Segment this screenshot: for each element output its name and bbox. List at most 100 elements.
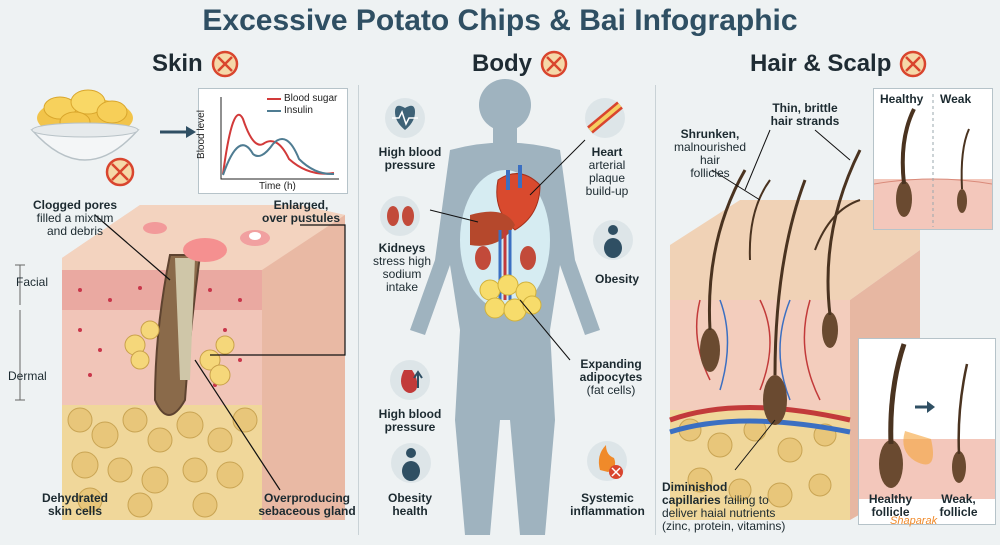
thin1: Thin, brittle: [772, 101, 838, 115]
no-icon: [211, 50, 238, 78]
hbp1-a: High blood: [378, 145, 442, 159]
weak-follicle2: follicle: [939, 505, 978, 519]
watermark: Shaparak: [890, 515, 938, 527]
fat-cells-icon: [479, 274, 542, 322]
shrunken2: malnourished: [673, 140, 747, 154]
overproducing1: Overproducing: [263, 491, 350, 505]
dermal-label: Dermal: [8, 369, 47, 383]
divider-left: [358, 85, 359, 535]
expanding1: Expanding: [580, 357, 642, 371]
diminished1: Diminishod: [662, 480, 728, 494]
insulin-line: [222, 138, 335, 176]
obesity-health2: health: [392, 504, 428, 518]
healthy-weak-inset: Healthy Weak: [873, 88, 993, 230]
follicle-drawing: [859, 343, 995, 499]
kidneys-label: Kidneys stress high sodium intake: [362, 242, 442, 294]
weak-label: Weak: [940, 92, 972, 106]
diminished-label: Diminishod capillaries failing to delive…: [662, 481, 842, 533]
blood-sugar-line: [222, 113, 335, 175]
legend-insulin: Insulin: [284, 105, 313, 116]
skin-title-text: Skin: [152, 50, 203, 77]
body-section-title: Body: [472, 50, 568, 78]
skin-cross-section: [62, 205, 345, 520]
y-axis-label: Blood level: [195, 110, 207, 159]
diminished3: deliver haial nutrients: [662, 506, 776, 520]
diminished4: (zinc, protein, vitamins): [662, 519, 786, 533]
kidneys-title: Kidneys: [378, 241, 426, 255]
heart-title: Heart: [591, 145, 623, 159]
kidneys-sub3: intake: [385, 280, 419, 294]
inflammation-icon: [587, 441, 627, 481]
obesity-label: Obesity: [582, 273, 652, 286]
hbp2-b: pressure: [384, 420, 436, 434]
legend-blood-sugar: Blood sugar: [284, 93, 338, 104]
facial-label: Facial: [16, 275, 49, 289]
clogged-sub2: and debris: [46, 224, 104, 238]
systemic1: Systemic: [581, 491, 634, 505]
hbp1-b: pressure: [384, 158, 436, 172]
enlarged1: Enlarged,: [273, 198, 329, 212]
expanding-label: Expanding adipocytes (fat cells): [566, 358, 656, 397]
no-chips-icon: [105, 157, 135, 187]
shrunken3: hair: [699, 153, 720, 167]
weak-follicle-label: Weak, follicle: [931, 493, 986, 519]
obesity-health1: Obesity: [387, 491, 432, 505]
expanding3: (fat cells): [586, 383, 636, 397]
healthy-label: Healthy: [880, 92, 924, 106]
divider-right: [655, 85, 656, 535]
heartbeat-icon: [385, 98, 425, 138]
heart-label: Heart arterial plaque build-up: [572, 146, 642, 198]
hbp-label-2: High blood pressure: [365, 408, 455, 434]
obesity-health-icon: [391, 443, 431, 483]
overproducing2: sebaceous gland: [258, 504, 356, 518]
blood-pressure-icon: [390, 360, 430, 400]
heart-sub1: arterial: [588, 158, 626, 172]
shrunken-label: Shrunken, malnourished hair follicles: [660, 128, 760, 180]
obesity-title: Obesity: [594, 272, 639, 286]
hair-title-text: Hair & Scalp: [750, 50, 892, 77]
expanding2: adipocytes: [579, 370, 643, 384]
hair-section-title: Hair & Scalp: [750, 50, 927, 78]
blood-level-plot: [220, 97, 339, 180]
heart-sub3: build-up: [585, 184, 629, 198]
healthy-follicle-label: Healthy follicle: [863, 493, 918, 519]
follicle-inset: Healthy follicle Weak, follicle: [858, 338, 996, 525]
clogged-title: Clogged pores: [32, 198, 117, 212]
obesity-health-label: Obesity health: [375, 492, 445, 518]
systemic2: inflammation: [570, 504, 645, 518]
kidneys-icon: [380, 196, 420, 236]
blood-level-chart: Blood sugar Insulin Blood level Time (h): [195, 88, 348, 194]
skin-section-title: Skin: [152, 50, 239, 78]
heart-sub2: plaque: [588, 171, 626, 185]
page-title: Excessive Potato Chips & Bai Infographic: [202, 4, 798, 37]
healthy-follicle2: follicle: [871, 505, 910, 519]
heart-artery-icon: [585, 98, 625, 138]
dehydrated1: Dehydrated: [41, 491, 109, 505]
enlarged-label: Enlarged, over pustules: [246, 199, 356, 225]
body-title-text: Body: [472, 50, 532, 77]
shrunken1: Shrunken,: [680, 127, 740, 141]
thin-brittle-label: Thin, brittle hair strands: [760, 102, 850, 128]
systemic-label: Systemic inflammation: [560, 492, 655, 518]
heart-organ-icon: [496, 165, 541, 231]
kidneys-sub2: sodium: [382, 267, 422, 281]
dehydrated2: skin cells: [47, 504, 103, 518]
shrunken4: follicles: [690, 166, 730, 180]
diminished2: capillaries: [662, 493, 721, 507]
enlarged2: over pustules: [261, 211, 341, 225]
healthy-weak-drawing: [874, 94, 992, 229]
obesity-icon: [593, 220, 633, 260]
no-icon: [540, 50, 568, 78]
weak-follicle1: Weak,: [941, 492, 976, 506]
chips-bowl-icon: [30, 89, 140, 161]
hbp-label-1: High blood pressure: [365, 146, 455, 172]
hbp2-a: High blood: [378, 407, 442, 421]
clogged-sub1: filled a mixtum: [36, 211, 114, 225]
clogged-pores-label: Clogged pores filled a mixtum and debris: [10, 199, 140, 238]
kidneys-sub1: stress high: [372, 254, 432, 268]
healthy-follicle1: Healthy: [868, 492, 913, 506]
thin2: hair strands: [770, 114, 840, 128]
x-axis-label: Time (h): [259, 181, 296, 192]
diminished2b: failing to: [724, 493, 769, 507]
